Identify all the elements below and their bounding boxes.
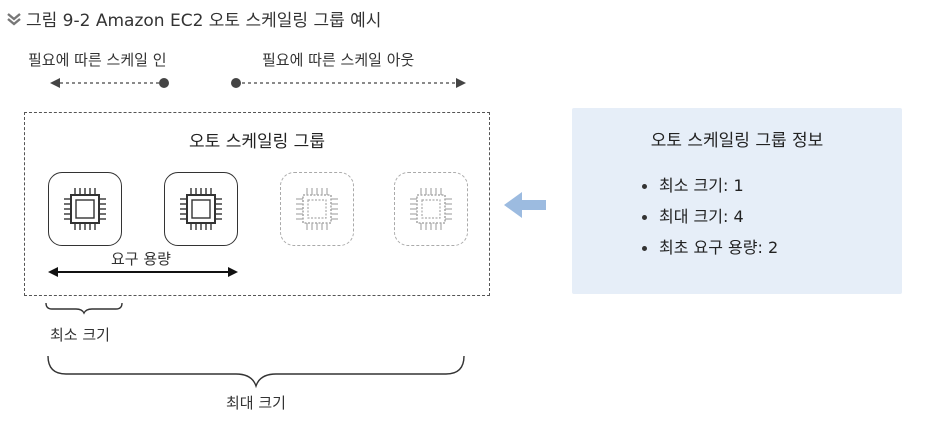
instance-inactive [280, 172, 354, 246]
scale-in-label: 필요에 따른 스케일 인 [28, 51, 167, 69]
bullet-icon [642, 184, 647, 189]
ec2-instance-icon [180, 188, 222, 230]
group-info-panel: 오토 스케일링 그룹 정보 최소 크기: 1 최대 크기: 4 최초 요구 용량… [572, 108, 902, 294]
scale-out-arrow [231, 78, 466, 88]
desired-capacity-arrow [48, 267, 238, 277]
double-chevron-down-icon [6, 11, 22, 31]
instance-active [164, 172, 238, 246]
max-size-brace [47, 355, 465, 389]
min-size-brace [45, 302, 123, 315]
ec2-instance-icon [296, 188, 338, 230]
max-size-label: 최대 크기 [226, 394, 286, 412]
instance-active [48, 172, 122, 246]
bullet-icon [642, 246, 647, 251]
ec2-instance-icon [410, 188, 452, 230]
ec2-instance-icon [64, 188, 106, 230]
scale-in-arrow [50, 78, 169, 88]
info-title: 오토 스케일링 그룹 정보 [650, 131, 824, 151]
desired-capacity-label: 요구 용량 [111, 250, 171, 268]
scale-out-label: 필요에 따른 스케일 아웃 [262, 51, 415, 69]
info-item: 최소 크기: 1 [642, 170, 778, 201]
info-list: 최소 크기: 1 최대 크기: 4 최초 요구 용량: 2 [642, 170, 778, 263]
min-size-label: 최소 크기 [50, 326, 110, 344]
info-item: 최대 크기: 4 [642, 201, 778, 232]
info-item: 최초 요구 용량: 2 [642, 232, 778, 263]
figure-caption: 그림 9-2 Amazon EC2 오토 스케일링 그룹 예시 [6, 6, 381, 31]
feed-arrow-icon [504, 192, 546, 218]
group-title: 오토 스케일링 그룹 [189, 132, 325, 152]
auto-scaling-group: 오토 스케일링 그룹 [24, 112, 490, 296]
bullet-icon [642, 215, 647, 220]
caption-text: 그림 9-2 Amazon EC2 오토 스케일링 그룹 예시 [26, 11, 382, 31]
instance-inactive [394, 172, 468, 246]
